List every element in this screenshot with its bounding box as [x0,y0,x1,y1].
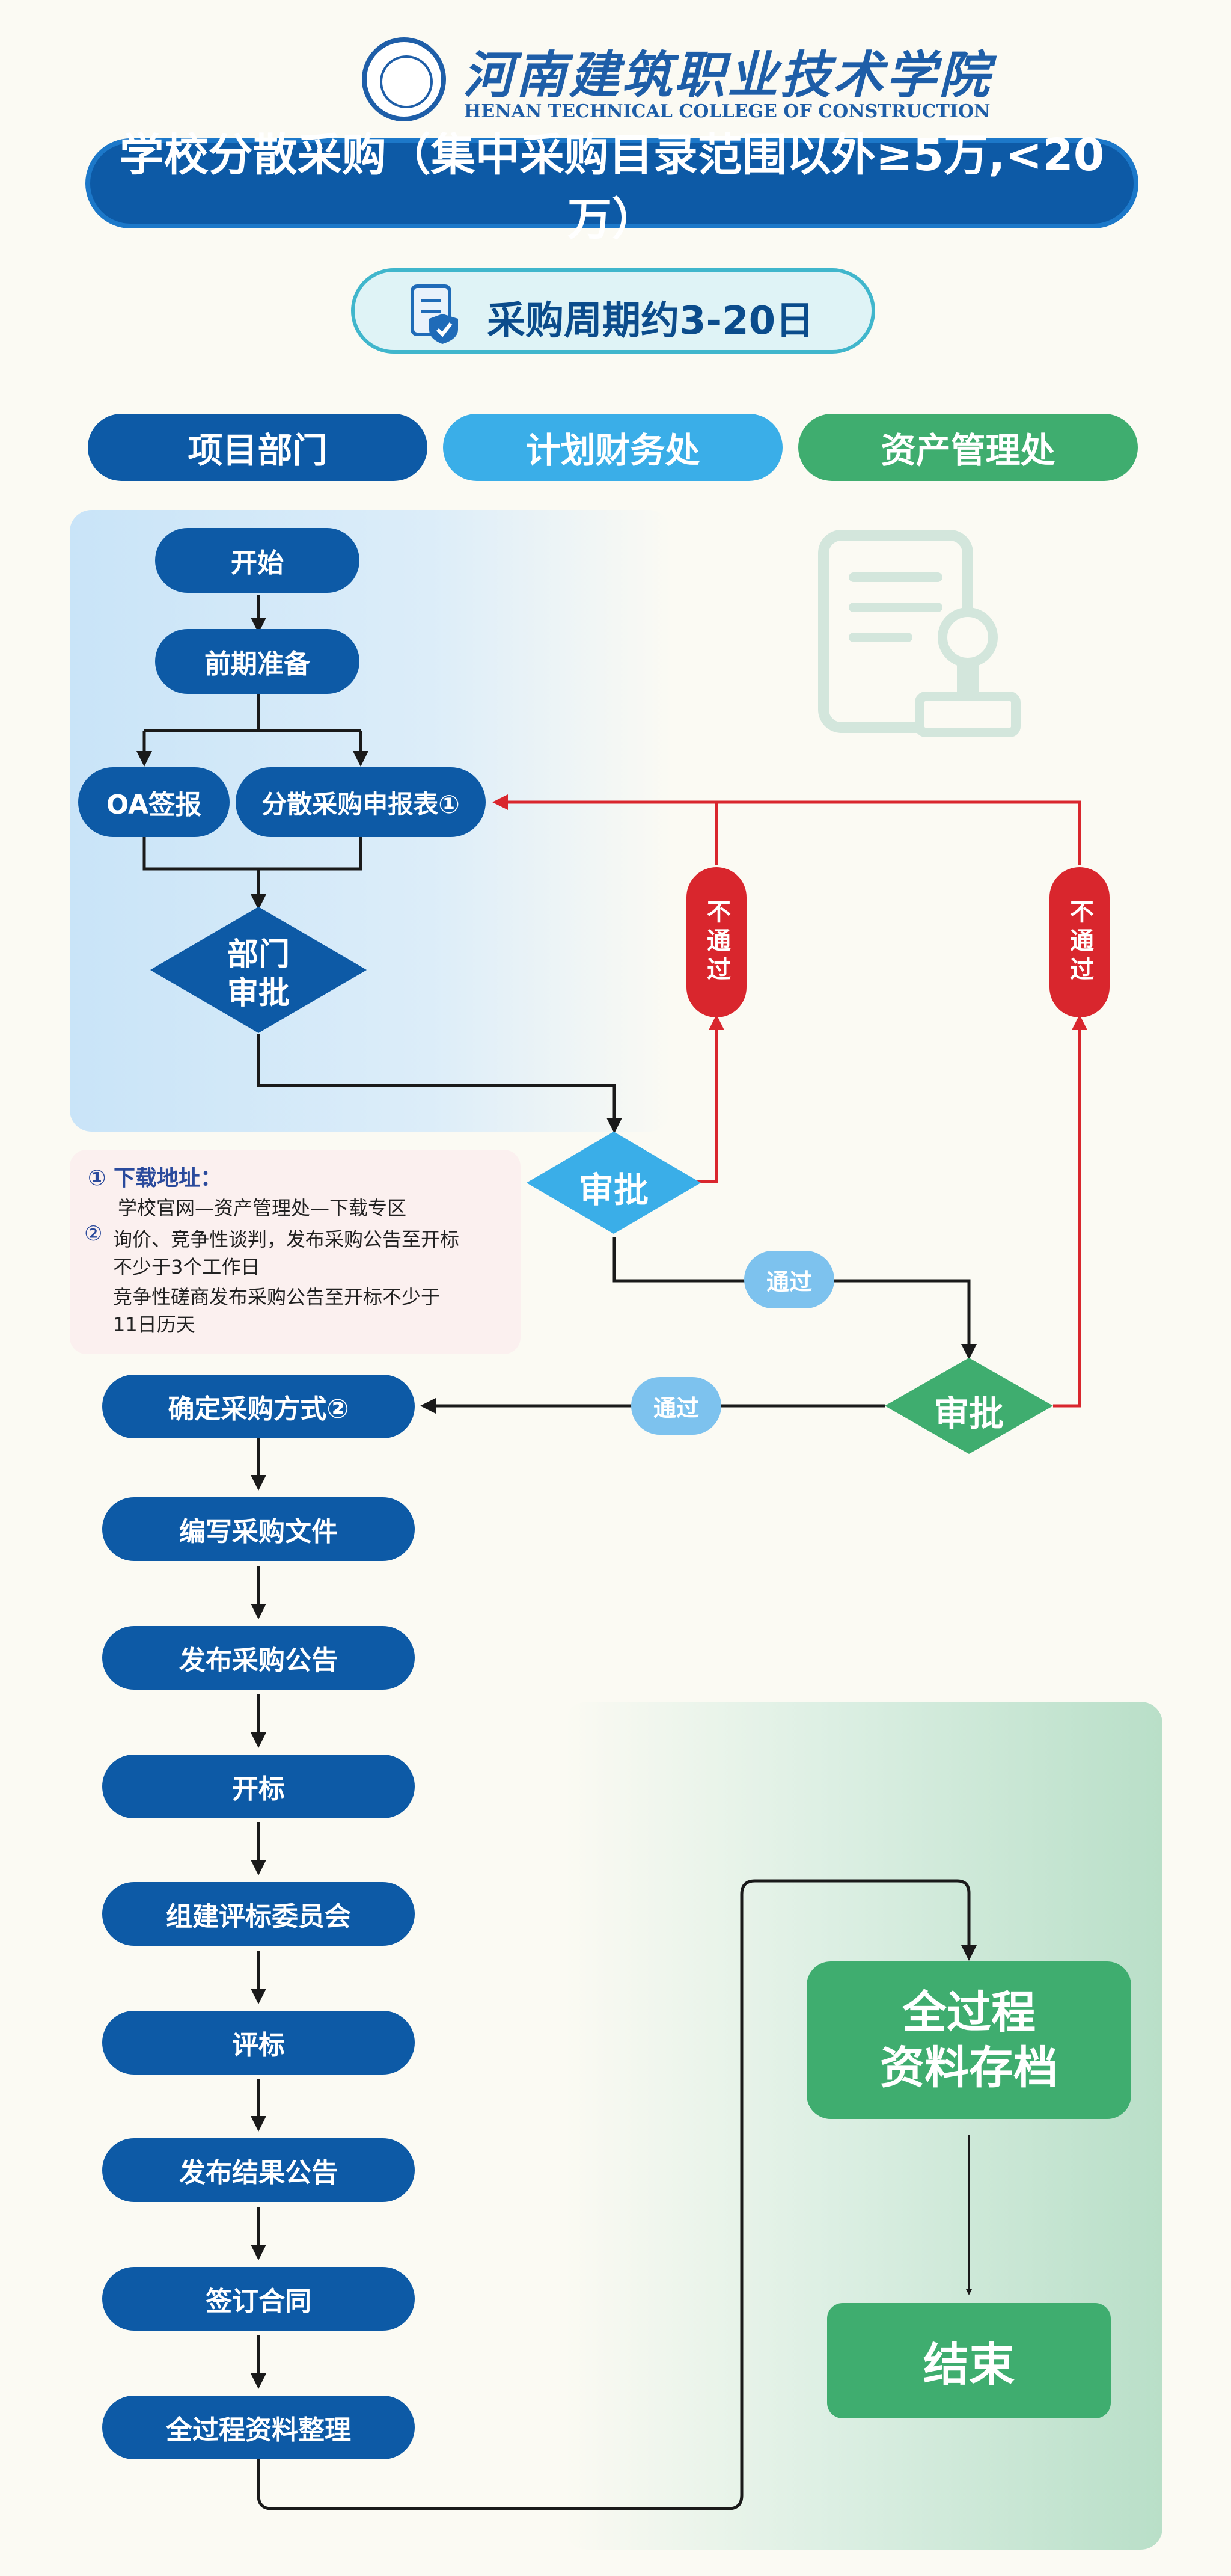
step-node-3: 开标 [102,1755,415,1818]
reject-badge-finance: 不通过 [686,867,747,1017]
document-stamp-icon [818,530,1021,737]
note2-number: ② [84,1222,103,1246]
prep-node: 前期准备 [155,629,359,694]
school-logo [362,37,446,121]
note1-title: ① 下载地址： [88,1166,222,1191]
cycle-text: 采购周期约3-20日 [487,299,814,343]
note2-line4: 11日历天 [113,1313,195,1336]
dept-approve-line2: 审批 [227,975,290,1011]
cycle-pill: 采购周期约3-20日 [351,268,875,354]
step-node-1: 编写采购文件 [102,1497,415,1561]
step-node-5: 评标 [102,2011,415,2075]
column-finance: 计划财务处 [443,414,783,481]
column-project-dept: 项目部门 [88,414,427,481]
asset-approve-diamond: 审批 [885,1358,1053,1454]
school-name-en: HENAN TECHNICAL COLLEGE OF CONSTRUCTION [464,101,991,122]
note1-body: 学校官网—资产管理处—下载专区 [118,1197,407,1219]
note2-line1: 询价、竞争性谈判，发布采购公告至开标 [113,1228,460,1251]
column-asset: 资产管理处 [798,414,1138,481]
page-title: 学校分散采购（集中采购目录范围以外≥5万,<20万） [85,129,1138,245]
finance-approve-label: 审批 [578,1170,649,1210]
note2-line2: 不少于3个工作日 [113,1256,260,1278]
oa-node: OA签报 [78,767,230,837]
pass-badge-asset: 通过 [631,1377,721,1435]
form-node: 分散采购申报表① [236,767,486,837]
step-node-2: 发布采购公告 [102,1626,415,1690]
school-name-cn: 河南建筑职业技术学院 [463,45,992,105]
dept-approve-diamond: 部门 审批 [150,907,367,1033]
step-node-4: 组建评标委员会 [102,1882,415,1946]
archive-node: 全过程 资料存档 [807,1961,1131,2119]
finance-approve-diamond: 审批 [527,1132,701,1234]
note2-line3: 竞争性磋商发布采购公告至开标不少于 [113,1286,441,1308]
asset-approve-label: 审批 [933,1393,1004,1434]
archive-line1: 全过程 [902,1987,1036,2038]
step-node-7: 签订合同 [102,2267,415,2331]
method-node: 确定采购方式② [102,1375,415,1438]
pass-badge-finance: 通过 [744,1251,834,1308]
notes-box: ① 下载地址： 学校官网—资产管理处—下载专区 ② 询价、竞争性谈判，发布采购公… [70,1150,521,1354]
dept-approve-line1: 部门 [227,937,290,973]
document-shield-icon [411,284,458,344]
archive-line2: 资料存档 [880,2042,1058,2094]
step-node-6: 发布结果公告 [102,2138,415,2202]
start-node: 开始 [155,528,359,593]
step-node-8: 全过程资料整理 [102,2396,415,2459]
reject-badge-asset: 不通过 [1049,867,1110,1017]
end-node: 结束 [827,2303,1111,2418]
